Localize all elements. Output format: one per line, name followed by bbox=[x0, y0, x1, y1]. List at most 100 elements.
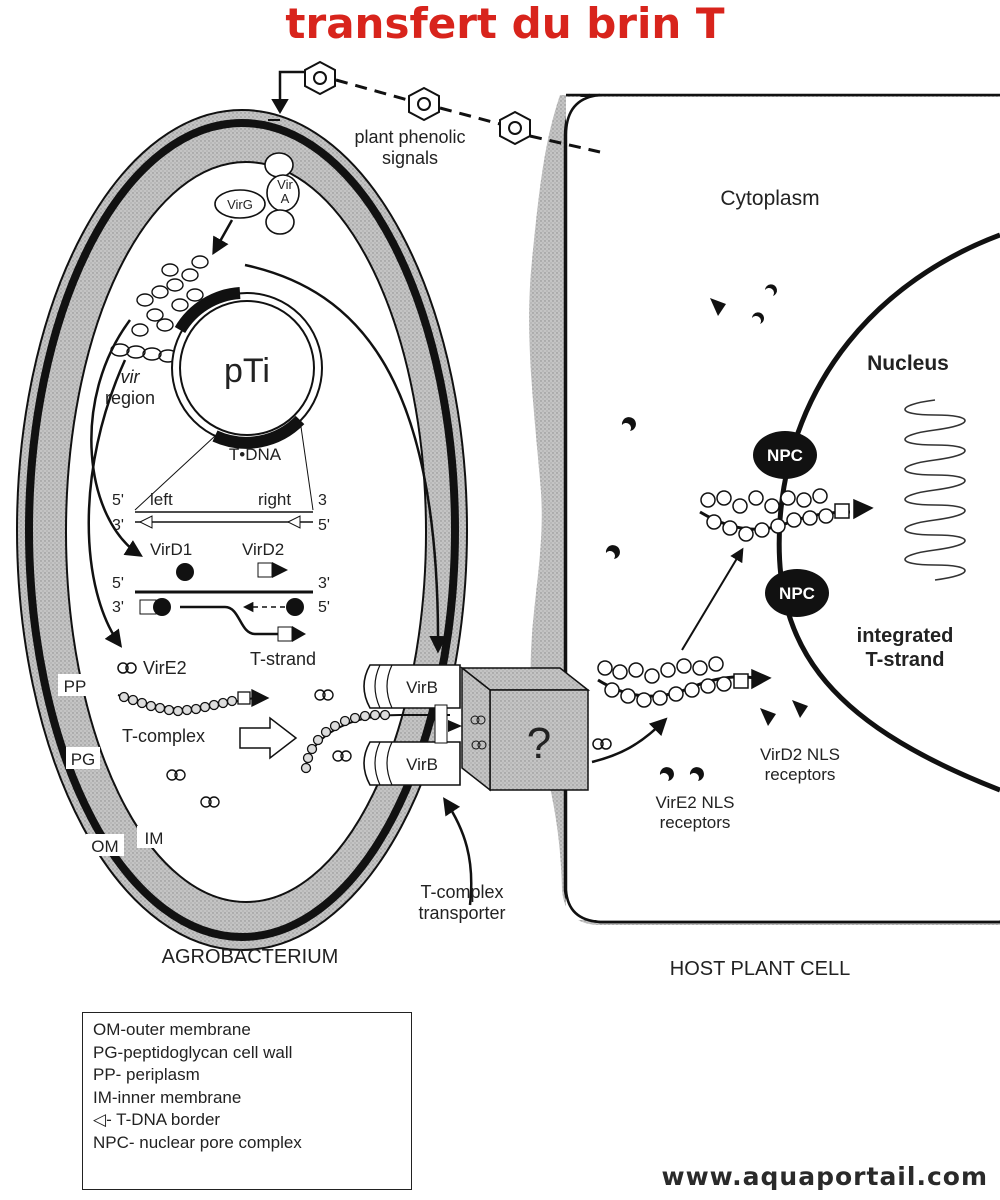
free-virE2-proteins bbox=[166, 689, 352, 808]
nucleus-label: Nucleus bbox=[867, 352, 949, 375]
virD1-symbol bbox=[176, 563, 194, 581]
nls-receptors bbox=[605, 284, 808, 781]
virE2-entering bbox=[592, 738, 612, 750]
t-complex-host-upper bbox=[699, 488, 874, 542]
t-complex-host-lower bbox=[597, 656, 772, 708]
svg-text:IM: IM bbox=[145, 829, 164, 848]
virA-line1: Vir bbox=[277, 177, 293, 192]
tcomplex-open-arrow bbox=[239, 716, 298, 760]
end-3-left-bottom: 3' bbox=[112, 517, 124, 534]
agrobacterium-label: AGROBACTERIUM bbox=[162, 946, 339, 968]
transporter-arrow bbox=[443, 797, 473, 906]
end-3-strand-top: 3' bbox=[318, 575, 330, 592]
svg-text:OM: OM bbox=[91, 837, 118, 856]
svg-text:VirG: VirG bbox=[227, 197, 253, 212]
tdna-guide-right bbox=[299, 419, 314, 511]
svg-text:PG: PG bbox=[71, 750, 96, 769]
signals-line1: plant phenolic bbox=[354, 127, 465, 147]
legend-item: ◁- T-DNA border bbox=[93, 1110, 221, 1130]
watermark: www.aquaportail.com bbox=[661, 1162, 988, 1191]
layer-label-pp: PP bbox=[58, 674, 92, 696]
svg-text:NPC: NPC bbox=[779, 584, 815, 603]
import-arrow bbox=[681, 547, 744, 651]
pTi-plasmid: pTi bbox=[171, 287, 323, 449]
legend-item: NPC- nuclear pore complex bbox=[93, 1132, 302, 1152]
vir-line: vir bbox=[121, 367, 141, 387]
t-complex-transit bbox=[300, 709, 450, 774]
vir-to-virE2-arrow bbox=[87, 359, 127, 648]
region-line: region bbox=[105, 388, 155, 408]
legend-item: IM-inner membrane bbox=[93, 1087, 242, 1107]
virA-receptor bbox=[264, 152, 300, 235]
svg-text:?: ? bbox=[527, 719, 551, 768]
integrated-line2: T-strand bbox=[866, 649, 945, 671]
svg-text:NPC: NPC bbox=[767, 446, 803, 465]
tcomplex-label: T-complex bbox=[122, 726, 205, 746]
integrated-line: integrated bbox=[857, 625, 954, 647]
virE2-symbol bbox=[117, 662, 137, 674]
virE2-nls-line1: VirE2 NLS bbox=[655, 793, 734, 812]
diagram-title: transfert du brin T bbox=[285, 0, 724, 48]
tdna-guide-left bbox=[134, 435, 216, 511]
left-border-label: left bbox=[150, 490, 173, 509]
signals-line2: signals bbox=[382, 148, 438, 168]
entry-arrow bbox=[591, 717, 668, 764]
svg-text:pTi: pTi bbox=[224, 352, 270, 390]
tstrand-label: T-strand bbox=[250, 649, 316, 669]
end-3-right-top: 3 bbox=[318, 492, 327, 509]
end-5-strand-top: 5' bbox=[112, 575, 124, 592]
transit-strand bbox=[434, 704, 462, 744]
svg-text:VirB: VirB bbox=[406, 755, 438, 774]
svg-text:VirB: VirB bbox=[406, 678, 438, 697]
phenolic-signals bbox=[268, 60, 601, 154]
virB-top: VirB bbox=[363, 664, 461, 709]
svg-text:PP: PP bbox=[64, 677, 87, 696]
npc-top: NPC bbox=[753, 431, 817, 479]
virD2-nls-line1: VirD2 NLS bbox=[760, 745, 840, 764]
host-cell-wall bbox=[529, 93, 1000, 925]
transporter-line1: T-complex bbox=[420, 882, 503, 902]
virE2-label: VirE2 bbox=[143, 658, 187, 678]
virG-arrow bbox=[212, 219, 234, 256]
strand-processing bbox=[135, 590, 313, 642]
legend-item: OM-outer membrane bbox=[93, 1020, 251, 1039]
t-complex-bacterium bbox=[117, 688, 270, 717]
tdna-label: T•DNA bbox=[229, 445, 282, 464]
virA-line2: A bbox=[281, 191, 290, 206]
virB-bottom: VirB bbox=[363, 741, 461, 786]
virD2-symbol bbox=[257, 562, 288, 578]
virG-protein: VirG bbox=[214, 189, 266, 219]
layer-label-om: OM bbox=[86, 834, 124, 856]
virD2-label: VirD2 bbox=[242, 540, 284, 559]
layer-label-pg: PG bbox=[66, 747, 100, 769]
legend-box: OM-outer membrane PG-peptidoglycan cell … bbox=[82, 1012, 412, 1190]
end-5-strand-bottom: 5' bbox=[318, 599, 330, 616]
end-5-right-bottom: 5' bbox=[318, 517, 330, 534]
virD2-nls-line2: receptors bbox=[765, 765, 836, 784]
legend-item: PG-peptidoglycan cell wall bbox=[93, 1042, 293, 1062]
vir-to-virB-arrow bbox=[244, 263, 447, 654]
legend-item: PP- periplasm bbox=[93, 1065, 200, 1085]
unknown-channel-box: ? bbox=[459, 666, 591, 792]
vir-to-virD-arrow bbox=[90, 319, 143, 557]
virD1-label: VirD1 bbox=[150, 540, 192, 559]
transporter-line2: transporter bbox=[418, 903, 505, 923]
end-3-strand-bottom: 3' bbox=[112, 599, 124, 616]
cytoplasm-label: Cytoplasm bbox=[720, 187, 819, 210]
end-5-left-top: 5' bbox=[112, 492, 124, 509]
right-border-label: right bbox=[258, 490, 291, 509]
agrobacterium-cell bbox=[16, 109, 468, 951]
layer-label-im: IM bbox=[137, 826, 171, 848]
npc-bottom: NPC bbox=[765, 569, 829, 617]
tdna-duplex bbox=[135, 511, 313, 529]
host-cell-label: HOST PLANT CELL bbox=[670, 958, 850, 980]
virE2-nls-line2: receptors bbox=[660, 813, 731, 832]
